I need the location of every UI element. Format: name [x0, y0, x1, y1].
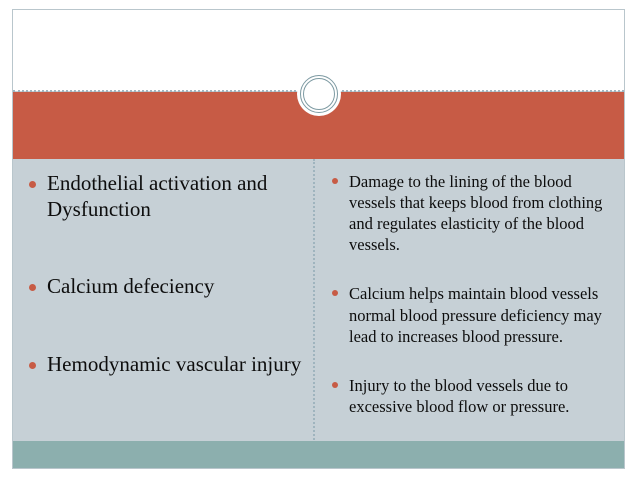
bullet-dot-icon: [332, 290, 338, 297]
slide-content: Endothelial activation and Dysfunction C…: [13, 159, 624, 440]
left-column: Endothelial activation and Dysfunction C…: [13, 159, 313, 440]
right-column: Damage to the lining of the blood vessel…: [323, 159, 624, 440]
ring-inner-circle: [302, 78, 335, 110]
bullet-dot-icon: [29, 361, 36, 369]
presentation-slide: Endothelial activation and Dysfunction C…: [12, 9, 625, 469]
list-item: Calcium defeciency: [23, 274, 305, 300]
list-item: Hemodynamic vascular injury: [23, 352, 305, 378]
column-dotted-divider: [313, 159, 315, 440]
bullet-dot-icon: [332, 178, 338, 184]
footer-bar: [13, 441, 624, 468]
bullet-dot-icon: [29, 181, 36, 188]
bullet-dot-icon: [332, 381, 338, 388]
bullet-text: Injury to the blood vessels due to exces…: [349, 375, 570, 416]
bullet-text: Calcium helps maintain blood vessels nor…: [349, 284, 602, 346]
bullet-text: Hemodynamic vascular injury: [47, 351, 302, 376]
list-item: Endothelial activation and Dysfunction: [23, 171, 305, 222]
list-item: Damage to the lining of the blood vessel…: [327, 171, 610, 255]
list-item: Injury to the blood vessels due to exces…: [327, 375, 610, 417]
ring-outer-circle: [299, 75, 338, 113]
right-bullet-list: Damage to the lining of the blood vessel…: [327, 171, 610, 417]
left-bullet-list: Endothelial activation and Dysfunction C…: [23, 171, 305, 377]
decorative-double-ring-icon: [296, 72, 341, 116]
bullet-text: Endothelial activation and Dysfunction: [47, 171, 268, 221]
list-item: Calcium helps maintain blood vessels nor…: [327, 283, 610, 346]
bullet-dot-icon: [29, 284, 36, 292]
bullet-text: Calcium defeciency: [47, 274, 215, 299]
bullet-text: Damage to the lining of the blood vessel…: [349, 172, 603, 255]
